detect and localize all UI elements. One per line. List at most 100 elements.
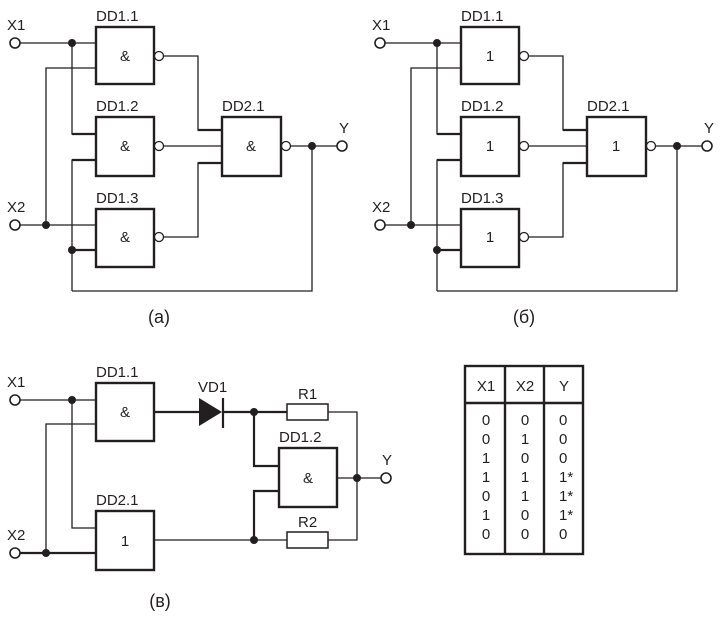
gate-label: DD1.1 bbox=[96, 8, 139, 25]
wire bbox=[45, 67, 96, 225]
wire bbox=[72, 146, 313, 292]
gate-label: DD1.3 bbox=[96, 190, 139, 207]
inverter-bubble bbox=[280, 140, 292, 152]
gate-dd1-1 bbox=[94, 381, 156, 443]
terminal-x2 bbox=[374, 219, 386, 231]
terminal-x2 bbox=[9, 547, 21, 559]
gate-symbol: & bbox=[120, 48, 130, 65]
gate-label: DD1.1 bbox=[96, 364, 139, 381]
gate-symbol: 1 bbox=[486, 48, 494, 65]
table-cell: 0 bbox=[559, 412, 567, 429]
table-header: X2 bbox=[516, 378, 534, 395]
circuit-a: X1 X2 Y DD1.1 DD1.2 DD1.3 DD2.1 & & & & … bbox=[7, 8, 349, 327]
table-row: 0 1 1* bbox=[482, 488, 574, 505]
diode-label: VD1 bbox=[198, 379, 227, 396]
gate-label: DD1.3 bbox=[461, 190, 504, 207]
inverter-bubble bbox=[518, 50, 530, 62]
terminal-x2 bbox=[9, 219, 21, 231]
table-cell: 0 bbox=[482, 488, 490, 505]
junction-dot bbox=[353, 474, 361, 482]
input-label-x1: X1 bbox=[7, 374, 25, 391]
terminal-y bbox=[380, 472, 392, 484]
table-cell: 0 bbox=[482, 412, 490, 429]
input-label-x2: X2 bbox=[372, 199, 390, 216]
gate-symbol: 1 bbox=[612, 138, 620, 155]
junction-dot bbox=[407, 221, 415, 229]
wire bbox=[252, 412, 279, 468]
table-cell: 0 bbox=[559, 526, 567, 543]
junction-dot bbox=[68, 396, 76, 404]
table-cell: 1 bbox=[521, 469, 529, 486]
terminal-x1 bbox=[9, 37, 21, 49]
gate-symbol: & bbox=[303, 470, 313, 487]
terminal-y bbox=[701, 140, 713, 152]
inverter-bubble bbox=[518, 140, 530, 152]
table-cell: 1* bbox=[559, 488, 573, 505]
wire bbox=[45, 423, 96, 553]
output-label-y: Y bbox=[339, 120, 349, 137]
gate-dd1-1 bbox=[94, 25, 156, 86]
table-cell: 0 bbox=[482, 431, 490, 448]
junction-dot bbox=[42, 221, 50, 229]
table-row: 0 0 0 bbox=[482, 412, 568, 429]
table-cell: 1 bbox=[521, 431, 529, 448]
wire bbox=[71, 43, 96, 135]
table-cell: 0 bbox=[482, 526, 490, 543]
resistor-label: R2 bbox=[298, 514, 317, 531]
circuit-v: X1 X2 Y DD1.1 DD1.2 DD2.1 VD1 R1 R2 & & … bbox=[7, 364, 392, 611]
gate-dd1-2 bbox=[94, 115, 156, 178]
table-cell: 0 bbox=[521, 412, 529, 429]
wire bbox=[436, 43, 461, 135]
gate-label: DD1.2 bbox=[279, 429, 322, 446]
input-label-x2: X2 bbox=[7, 527, 25, 544]
junction-dot bbox=[42, 549, 50, 557]
gate-symbol: 1 bbox=[486, 138, 494, 155]
table-cell: 1 bbox=[482, 469, 490, 486]
terminal-x1 bbox=[374, 37, 386, 49]
gate-symbol: 1 bbox=[486, 229, 494, 246]
wire bbox=[164, 162, 222, 238]
resistor-r1 bbox=[286, 403, 329, 421]
table-cell: 1 bbox=[482, 450, 490, 467]
junction-dot bbox=[433, 39, 441, 47]
gate-label: DD1.1 bbox=[461, 8, 504, 25]
table-cell: 0 bbox=[559, 450, 567, 467]
gate-dd1-2 bbox=[459, 115, 521, 178]
table-header: X1 bbox=[477, 378, 495, 395]
gate-label: DD2.1 bbox=[222, 98, 265, 115]
gate-dd1-2 bbox=[277, 446, 339, 509]
junction-dot bbox=[68, 246, 76, 254]
junction-dot bbox=[433, 246, 441, 254]
table-cell: 1 bbox=[521, 488, 529, 505]
table-border bbox=[463, 364, 585, 556]
resistor-r2 bbox=[286, 531, 329, 549]
output-label-y: Y bbox=[704, 120, 714, 137]
input-label-x1: X1 bbox=[372, 17, 390, 34]
caption-b: (б) bbox=[513, 307, 535, 327]
wire bbox=[529, 55, 587, 131]
gate-label: DD2.1 bbox=[587, 98, 630, 115]
wire bbox=[437, 146, 678, 292]
inverter-bubble bbox=[153, 231, 165, 243]
gate-symbol: & bbox=[120, 229, 130, 246]
gate-symbol: 1 bbox=[121, 533, 129, 550]
diode-vd1 bbox=[199, 398, 222, 426]
wire bbox=[71, 400, 96, 529]
junction-dot bbox=[250, 536, 258, 544]
table-cell: 0 bbox=[521, 450, 529, 467]
gate-dd2-1 bbox=[220, 115, 283, 178]
inverter-bubble bbox=[153, 140, 165, 152]
junction-dot bbox=[68, 39, 76, 47]
caption-v: (в) bbox=[149, 591, 171, 611]
terminal-y bbox=[336, 140, 348, 152]
inverter-bubble bbox=[153, 50, 165, 62]
output-label-y: Y bbox=[382, 452, 392, 469]
wire bbox=[164, 55, 222, 131]
gate-dd2-1 bbox=[585, 115, 648, 178]
gate-symbol: & bbox=[120, 404, 130, 421]
input-label-x2: X2 bbox=[7, 199, 25, 216]
table-cell: 1* bbox=[559, 507, 573, 524]
